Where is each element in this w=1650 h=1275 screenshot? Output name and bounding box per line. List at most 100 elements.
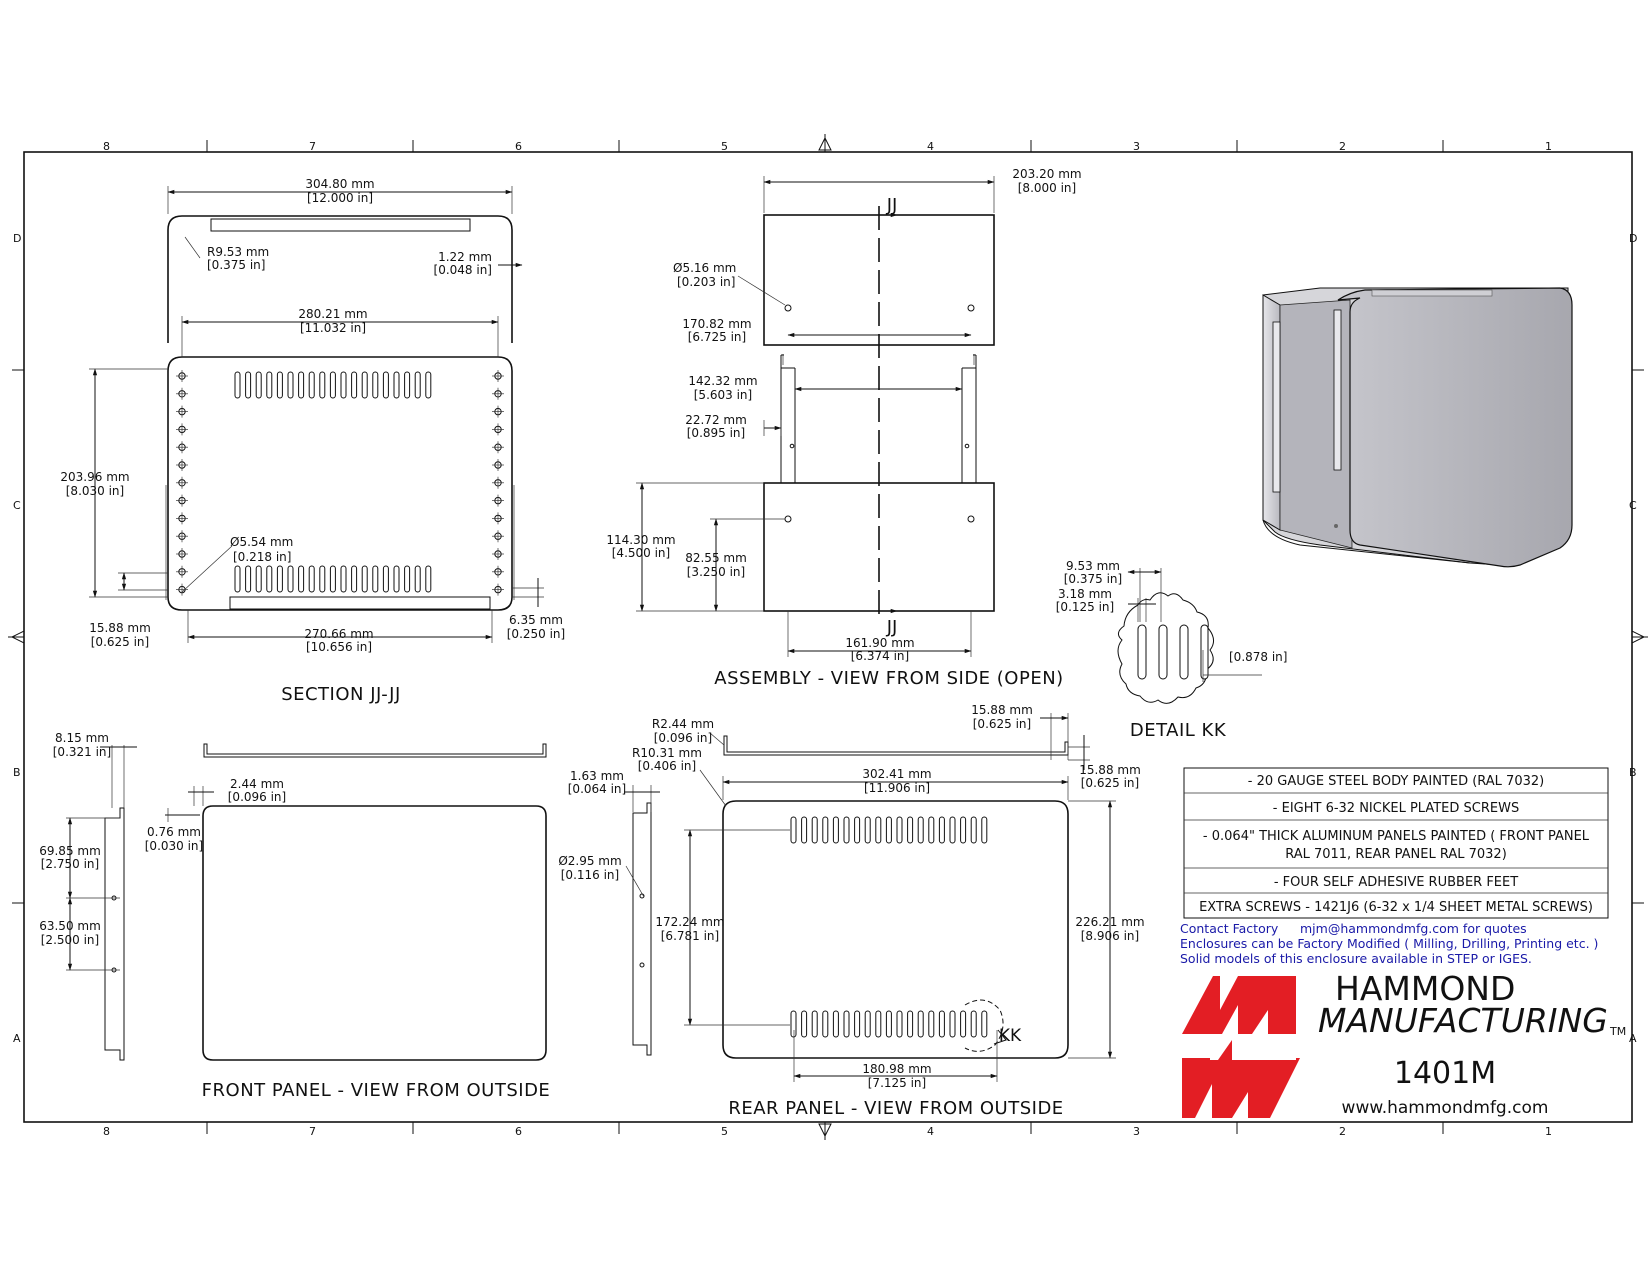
vent-slot bbox=[425, 371, 432, 399]
website-link[interactable]: www.hammondmfg.com bbox=[1342, 1098, 1549, 1118]
vent-slot bbox=[414, 371, 421, 399]
vent-slot bbox=[854, 1010, 861, 1038]
vent-slot bbox=[276, 565, 283, 593]
grid-row-d: D bbox=[13, 232, 21, 245]
vent-slot bbox=[382, 371, 389, 399]
vent-slot bbox=[382, 565, 389, 593]
vent-slot bbox=[864, 1010, 871, 1038]
grid-col-2: 2 bbox=[1339, 140, 1346, 153]
vent-slot bbox=[885, 1010, 892, 1038]
vent-slot bbox=[864, 816, 871, 844]
dim-section-thickness-mm: 1.22 mm bbox=[438, 250, 492, 264]
note-3-line-2: RAL 7011, REAR PANEL RAL 7032) bbox=[1285, 847, 1507, 862]
assembly-view bbox=[636, 176, 995, 657]
vent-slot bbox=[928, 816, 935, 844]
vent-slot bbox=[949, 1010, 956, 1038]
vent-slot bbox=[319, 565, 326, 593]
grid-row-b-right: B bbox=[1629, 766, 1637, 779]
dim-assembly-edge-in: [0.895 in] bbox=[687, 426, 745, 440]
dim-front-depth-mm: 8.15 mm bbox=[55, 731, 109, 745]
dim-front-radius-mm: 2.44 mm bbox=[230, 777, 284, 791]
grid-row-d-right: D bbox=[1629, 232, 1637, 245]
vent-slot bbox=[981, 816, 988, 844]
dim-rear-thickness-in: [0.064 in] bbox=[568, 782, 626, 796]
section-view bbox=[89, 186, 544, 643]
note-4: - FOUR SELF ADHESIVE RUBBER FEET bbox=[1274, 875, 1518, 890]
vent-slot bbox=[245, 565, 252, 593]
contact-factory-label: Contact Factory bbox=[1180, 921, 1279, 936]
dim-section-thickness-in: [0.048 in] bbox=[434, 263, 492, 277]
dim-front-radius-in: [0.096 in] bbox=[228, 790, 286, 804]
dim-front-hole-b-in: [2.500 in] bbox=[41, 933, 99, 947]
contact-info: Contact Factory mjm@hammondmfg.com for q… bbox=[1180, 921, 1598, 966]
dim-detail-length-in: [0.878 in] bbox=[1229, 650, 1287, 664]
vent-slot bbox=[329, 371, 336, 399]
vent-slot bbox=[907, 816, 914, 844]
dim-rear-slot-width-in: [7.125 in] bbox=[868, 1076, 926, 1090]
vent-slot bbox=[425, 565, 432, 593]
grid-col-7: 7 bbox=[309, 140, 316, 153]
dim-rear-slot-height-mm: 172.24 mm bbox=[655, 915, 724, 929]
dim-assembly-edge-mm: 22.72 mm bbox=[685, 413, 747, 427]
trademark-mark: TM bbox=[1609, 1025, 1626, 1038]
vent-slot bbox=[266, 371, 273, 399]
detail-dimensions: 9.53 mm [0.375 in] 3.18 mm [0.125 in] [0… bbox=[1056, 559, 1288, 664]
dim-section-inner-mm: 280.21 mm bbox=[298, 307, 367, 321]
grid-col-2-bottom: 2 bbox=[1339, 1125, 1346, 1138]
dim-front-hole-b-mm: 63.50 mm bbox=[39, 919, 101, 933]
dim-detail-slot-in: [0.125 in] bbox=[1056, 600, 1114, 614]
dim-rear-height-in: [8.906 in] bbox=[1081, 929, 1139, 943]
vent-slot bbox=[393, 565, 400, 593]
note-1: - 20 GAUGE STEEL BODY PAINTED (RAL 7032) bbox=[1248, 774, 1544, 789]
brand-name-line-1: HAMMOND bbox=[1335, 969, 1515, 1008]
grid-col-6: 6 bbox=[515, 140, 522, 153]
dim-rear-width-mm: 302.41 mm bbox=[862, 767, 931, 781]
vent-slot bbox=[885, 816, 892, 844]
vent-slot bbox=[234, 371, 241, 399]
dim-rear-width-in: [11.906 in] bbox=[864, 781, 930, 795]
dim-assembly-bottom-mm: 161.90 mm bbox=[845, 636, 914, 650]
vent-slot bbox=[811, 816, 818, 844]
vent-slot bbox=[351, 565, 358, 593]
notes-table: - 20 GAUGE STEEL BODY PAINTED (RAL 7032)… bbox=[1183, 767, 1609, 919]
vent-slot bbox=[372, 565, 379, 593]
rear-panel-dimensions: R2.44 mm [0.096 in] R10.31 mm [0.406 in]… bbox=[558, 703, 1144, 1090]
vent-slot bbox=[832, 1010, 839, 1038]
grid-col-4: 4 bbox=[927, 140, 934, 153]
dim-assembly-hole-height-mm: 82.55 mm bbox=[685, 551, 747, 565]
dim-rear-hole-mm: Ø2.95 mm bbox=[558, 854, 621, 868]
section-right-holes bbox=[492, 370, 504, 596]
dim-rear-rbig-mm: R10.31 mm bbox=[632, 746, 702, 760]
dim-section-hole-in: [0.218 in] bbox=[233, 550, 291, 564]
vent-slot bbox=[351, 371, 358, 399]
vent-slot bbox=[960, 1010, 967, 1038]
note-5: EXTRA SCREWS - 1421J6 (6-32 x 1/4 SHEET … bbox=[1199, 900, 1593, 915]
assembly-view-title: ASSEMBLY - VIEW FROM SIDE (OPEN) bbox=[714, 668, 1063, 689]
dim-assembly-hole-span-in: [6.725 in] bbox=[688, 330, 746, 344]
dim-section-flange-in: [0.625 in] bbox=[91, 635, 149, 649]
dim-rear-rbig-in: [0.406 in] bbox=[638, 759, 696, 773]
vent-slot bbox=[790, 1010, 797, 1038]
vent-slot bbox=[960, 816, 967, 844]
dim-rear-flange-side-mm: 15.88 mm bbox=[1079, 763, 1141, 777]
contact-email-link[interactable]: mjm@hammondmfg.com for quotes bbox=[1300, 921, 1527, 936]
vent-slot bbox=[790, 816, 797, 844]
dim-rear-rsmall-mm: R2.44 mm bbox=[652, 717, 714, 731]
vent-slot bbox=[896, 1010, 903, 1038]
dim-rear-height-mm: 226.21 mm bbox=[1075, 915, 1144, 929]
grid-col-7-bottom: 7 bbox=[309, 1125, 316, 1138]
vent-slot bbox=[949, 816, 956, 844]
note-3-line-1: - 0.064" THICK ALUMINUM PANELS PAINTED (… bbox=[1203, 829, 1590, 844]
hammond-logo-icon bbox=[1182, 976, 1300, 1118]
vent-slot bbox=[298, 565, 305, 593]
front-panel-view bbox=[66, 743, 547, 1061]
dim-section-offset-mm: 6.35 mm bbox=[509, 613, 563, 627]
dim-assembly-hole-span-mm: 170.82 mm bbox=[682, 317, 751, 331]
dim-assembly-height-in: [4.500 in] bbox=[612, 546, 670, 560]
dim-rear-rsmall-in: [0.096 in] bbox=[654, 731, 712, 745]
vent-slot bbox=[340, 565, 347, 593]
vent-slot bbox=[938, 1010, 945, 1038]
dim-section-radius-in: [0.375 in] bbox=[207, 258, 265, 272]
grid-col-5-bottom: 5 bbox=[721, 1125, 728, 1138]
